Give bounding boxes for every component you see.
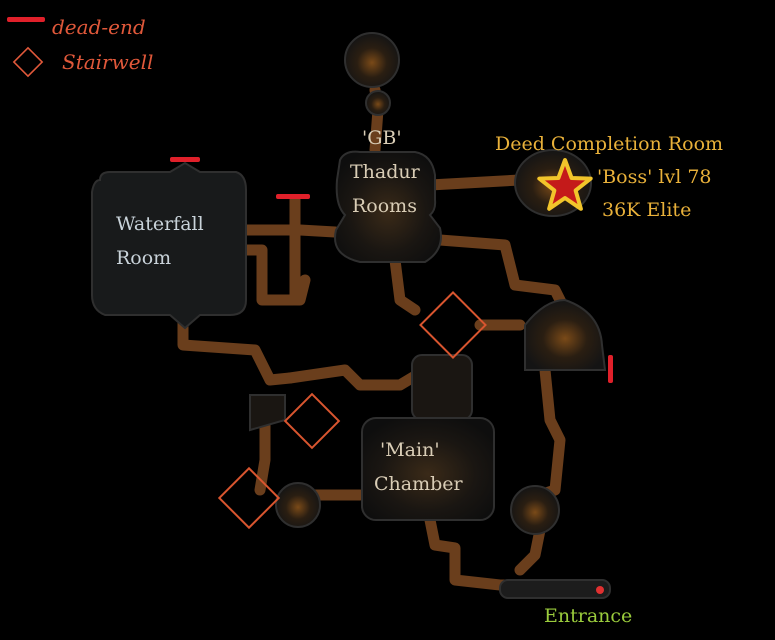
top-bulb-room	[344, 32, 400, 88]
waterfall-room	[91, 161, 247, 330]
waterfall-room-label: Room	[116, 247, 172, 269]
corridor-to-deed	[424, 174, 526, 191]
gb-thadur-rooms	[334, 150, 442, 263]
elite-label: 36K Elite	[602, 199, 692, 221]
main-chamber	[361, 417, 495, 521]
stairwell-markers	[217, 291, 487, 530]
dead-end-markers	[170, 157, 613, 383]
diamond-outline-icon	[12, 46, 44, 78]
corridor-east-down	[534, 364, 566, 501]
corridor-gb-east	[434, 234, 571, 316]
dead-end-icon	[608, 355, 613, 383]
corridor-main-bottom	[424, 514, 536, 591]
legend-dead-end-label: dead-end	[52, 15, 146, 39]
southwest-bulb-room	[275, 482, 321, 528]
stairwell-icon	[419, 291, 487, 359]
entrance-marker	[596, 586, 604, 594]
chamber-label: Chamber	[374, 473, 463, 495]
thadur-label: Thadur	[350, 161, 420, 183]
deed-completion-label: Deed Completion Room	[495, 133, 724, 155]
entrance-hall	[499, 579, 611, 599]
east-bell-room	[524, 298, 607, 371]
southeast-bulb-room	[510, 485, 560, 535]
corridor-waterfall-right2	[239, 244, 311, 306]
north-center-room	[411, 354, 473, 421]
corridor-southeast	[514, 524, 546, 576]
stairwell-icon	[217, 466, 281, 530]
entrance-label: Entrance	[544, 605, 633, 627]
dead-end-icon	[170, 157, 200, 162]
corridor-waterfall-down	[177, 309, 296, 386]
legend-stairwell-label: Stairwell	[62, 50, 154, 74]
waterfall-label: Waterfall	[116, 213, 204, 235]
corridor-gb-south	[389, 254, 421, 316]
red-bar-icon	[7, 17, 45, 22]
stairwell-icon	[283, 392, 341, 450]
rooms	[91, 32, 611, 599]
corridor-mid-loop	[284, 364, 431, 391]
rooms-label: Rooms	[352, 195, 417, 217]
west-chain-room	[249, 394, 286, 432]
star-icon	[537, 158, 593, 211]
boss-label: 'Boss' lvl 78	[597, 166, 712, 188]
main-label: 'Main'	[380, 439, 440, 461]
gb-label: 'GB'	[362, 127, 402, 149]
shaft-bulb-room	[365, 90, 391, 116]
dead-end-icon	[276, 194, 310, 199]
